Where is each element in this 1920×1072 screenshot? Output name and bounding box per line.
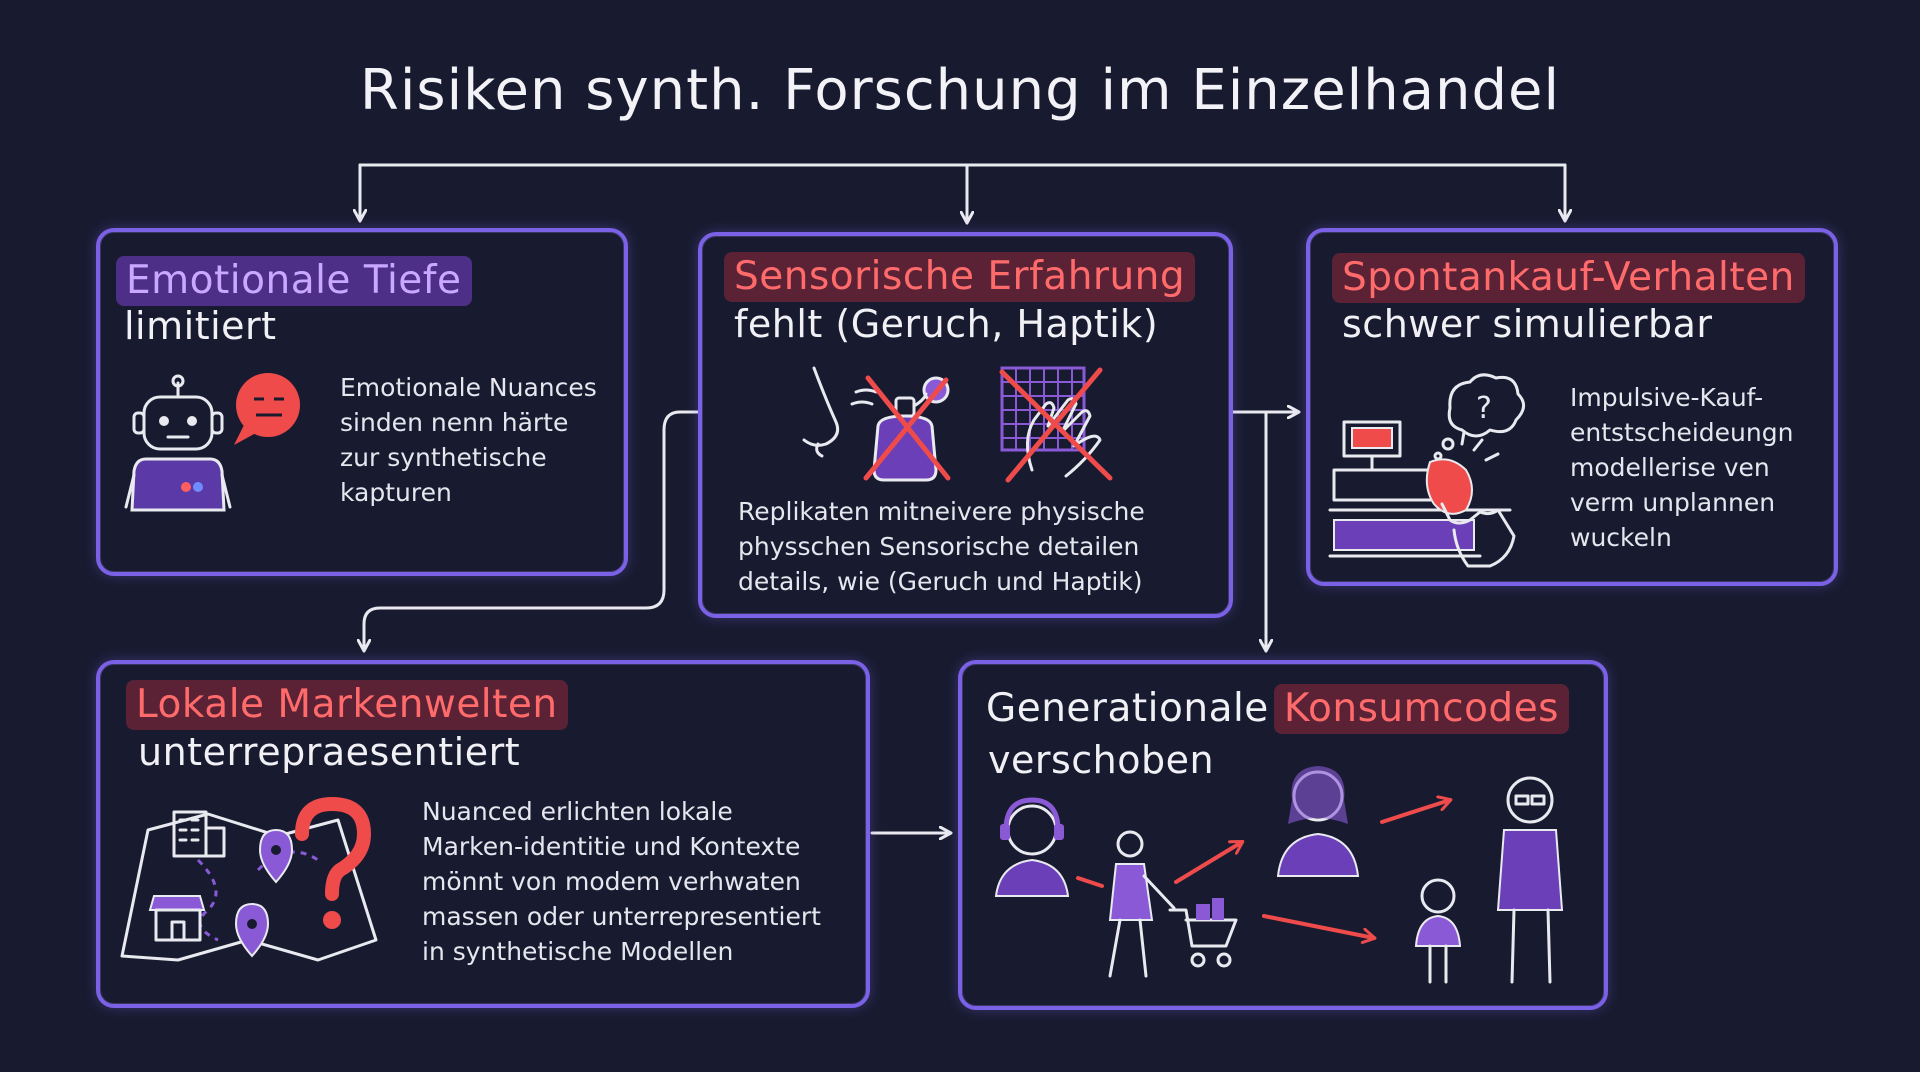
card-impulse-buying	[1306, 228, 1838, 586]
impulse-illustration: ?	[1328, 373, 1525, 568]
arrow-sensory-to-local	[364, 410, 700, 650]
svg-text:?: ?	[1476, 391, 1492, 426]
shopper-cart-icon	[1108, 830, 1238, 978]
card-impulse-heading: Spontankauf-Verhalten	[1332, 253, 1805, 303]
teen-headphones-icon	[994, 797, 1070, 897]
card-generational-heading: Generationale Konsumcodes	[986, 684, 1570, 734]
card-impulse-description: Impulsive-Kauf- entstscheideungn modelle…	[1570, 383, 1794, 552]
map-icon	[120, 812, 378, 962]
card-sensory-subheading: fehlt (Geruch, Haptik)	[734, 302, 1159, 346]
card-emotional-description: Emotionale Nuances sinden nenn härte zur…	[340, 373, 597, 507]
location-pin-icon	[234, 828, 294, 958]
card-local-description: Nuanced erlichten lokale Marken-identiti…	[422, 797, 821, 966]
building-icon	[172, 810, 226, 858]
fabric-hand-crossed-icon	[999, 366, 1113, 483]
question-mark-icon	[295, 796, 372, 929]
robot-icon	[124, 374, 232, 512]
card-sensory-heading: Sensorische Erfahrung	[724, 252, 1196, 302]
title-branch-arrows	[360, 163, 1565, 222]
card-emotional-heading: Emotionale Tiefe	[116, 256, 472, 306]
generations-illustration	[994, 766, 1564, 984]
card-local-brands	[96, 660, 870, 1008]
perfume-crossed-icon	[850, 375, 951, 482]
adult-woman-icon	[1276, 766, 1360, 877]
local-map-illustration	[120, 796, 378, 962]
card-local-subheading: unterrepraesentiert	[138, 730, 521, 774]
card-sensory-description: Replikaten mitneivere physische physsche…	[738, 497, 1145, 596]
heading-plain: Generationale	[986, 686, 1269, 731]
card-sensory-experience	[698, 232, 1233, 618]
cash-register-icon	[1328, 420, 1512, 558]
generation-shift-arrows	[1076, 800, 1450, 938]
nose-icon	[802, 366, 840, 458]
card-emotional-depth	[96, 228, 628, 576]
diagram-title: Risiken synth. Forschung im Einzelhandel	[359, 58, 1561, 123]
child-icon	[1414, 878, 1462, 984]
card-local-heading: Lokale Markenwelten	[126, 680, 568, 730]
robot-illustration	[124, 373, 300, 512]
store-icon	[148, 895, 206, 942]
sad-speech-bubble-icon	[234, 373, 300, 445]
heading-highlight: Emotionale Tiefe	[116, 256, 472, 306]
grandfather-icon	[1496, 776, 1564, 984]
card-emotional-subheading: limitiert	[124, 304, 277, 348]
card-generational-codes	[958, 660, 1608, 1010]
arrow-sensory-to-generational	[1256, 410, 1266, 650]
heading-highlight: Lokale Markenwelten	[126, 680, 568, 730]
heading-highlight: Sensorische Erfahrung	[724, 252, 1196, 302]
card-generational-subheading: verschoben	[988, 738, 1215, 782]
heading-highlight: Spontankauf-Verhalten	[1332, 253, 1805, 303]
sensory-illustration	[802, 366, 1113, 483]
thought-bubble-question-icon: ?	[1433, 373, 1525, 461]
hand-grab-icon	[1425, 430, 1516, 568]
card-impulse-subheading: schwer simulierbar	[1342, 302, 1713, 346]
heading-highlight: Konsumcodes	[1273, 684, 1570, 734]
